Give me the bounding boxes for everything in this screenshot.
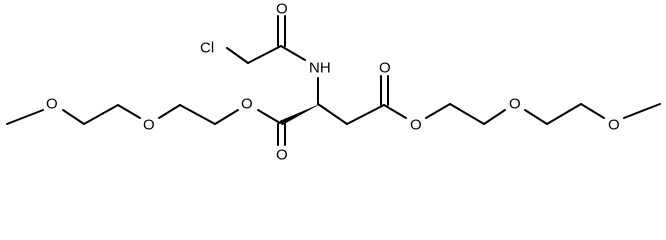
bond-co-n	[280, 45, 306, 61]
atom-label-right-ether-oxygen-inner: O	[509, 96, 521, 113]
atom-label-amide-carbonyl-oxygen: O	[276, 1, 288, 18]
bond-left-ch2-o-2	[158, 104, 181, 119]
bond-right-o-ch2-2	[524, 109, 548, 125]
bond-right-o-ch3	[623, 103, 661, 119]
bond-left-co-oester	[257, 109, 281, 124]
bond-right-co-oester	[383, 104, 407, 119]
atom-label-chlorine: Cl	[200, 40, 214, 57]
bond-left-o-ch2-1	[214, 109, 239, 125]
bond-ch2-right-co	[346, 104, 385, 125]
chemical-structure-diagram: Cl NH O O O O O O O O O	[6, 1, 661, 164]
atom-label-left-ether-oxygen-outer: O	[46, 96, 58, 113]
atom-label-right-ester-carbonyl-oxygen: O	[379, 60, 391, 77]
atom-label-right-ether-oxygen-outer: O	[608, 117, 620, 134]
bond-right-ch2-o-3	[580, 103, 605, 119]
stereo-wedge-bond	[279, 104, 319, 126]
bond-right-ch2-ch2-2	[546, 103, 582, 125]
bond-cl-ch2	[226, 47, 249, 64]
bond-right-ch2-o-2	[483, 109, 506, 125]
bond-left-ch2-ch2-1	[179, 104, 216, 125]
bond-ch2-co	[247, 45, 282, 64]
bond-right-o-ch2-1	[425, 103, 451, 119]
bond-left-ch2-o-3	[62, 109, 85, 125]
bond-calpha-ch2	[317, 103, 348, 125]
atom-label-right-ester-oxygen: O	[410, 117, 422, 134]
atom-label-amide-nitrogen: NH	[309, 60, 331, 77]
bond-left-o-ch2-2	[117, 104, 141, 119]
atom-label-left-ester-carbonyl-oxygen: O	[276, 147, 288, 164]
bond-left-o-ch3	[6, 109, 44, 125]
bond-left-ch2-ch2-2	[83, 104, 119, 125]
bond-right-ch2-ch2-1	[449, 103, 485, 125]
atom-label-left-ether-oxygen-inner: O	[143, 117, 155, 134]
atom-label-left-ester-oxygen: O	[241, 96, 253, 113]
